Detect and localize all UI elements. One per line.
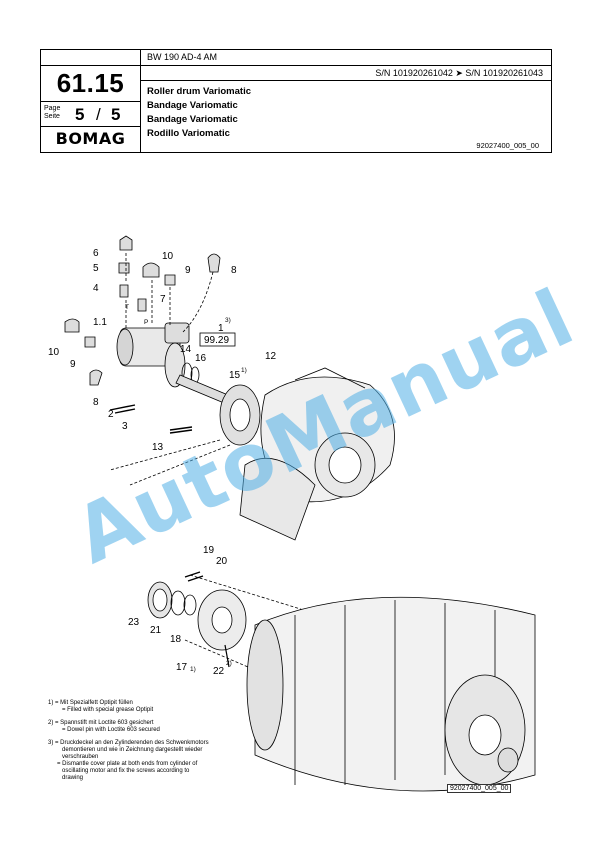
value-99-29: 99.29 (204, 335, 229, 346)
note-1-de: 1) = Mit Spezialfett Optipit füllen (48, 700, 133, 706)
label-10-left: 10 (48, 347, 60, 358)
label-9-top: 9 (185, 265, 191, 276)
note-1: 1) = Mit Spezialfett Optipit füllen = Fi… (48, 700, 288, 714)
drawing-svg: 6 10 9 8 5 4 T 7 P 1.1 1 3) 99.29 14 16 … (48, 235, 536, 792)
exploded-parts-drawing: 6 10 9 8 5 4 T 7 P 1.1 1 3) 99.29 14 16 … (40, 225, 560, 805)
bomag-logo: BOMAG (55, 129, 126, 148)
note-2-en: = Dowel pin with Loctite 603 secured (62, 727, 160, 733)
page-total: 5 (111, 105, 121, 124)
label-1-1: 1.1 (93, 317, 107, 328)
label-P: P (144, 319, 148, 326)
label-14: 14 (180, 344, 192, 355)
doc-number: 61.15 (56, 68, 125, 98)
label-1: 1 (218, 323, 224, 334)
label-22: 22 (213, 666, 225, 677)
serial-row: S/N 101920261042 ➤ S/N 101920261043 (141, 65, 551, 81)
label-7: 7 (160, 294, 166, 305)
title-en: Roller drum Variomatic (147, 86, 252, 97)
note-3: 3) = Druckdeckel an den Zylinderenden de… (48, 740, 288, 782)
doc-number-box: 61.15 Page Seite 5 / 5 BOMAG (41, 65, 140, 152)
label-note3-ref: 3) (225, 317, 231, 324)
label-17: 17 (176, 662, 188, 673)
machine-model: BW 190 AD-4 AM (147, 52, 218, 62)
figure-id: 92027400_005_00 (447, 784, 512, 793)
label-3: 3 (122, 421, 128, 432)
label-15: 15 (229, 370, 241, 381)
note-2: 2) = Spannstift mit Loctite 603 gesicher… (48, 720, 288, 734)
document-header: 61.15 Page Seite 5 / 5 BOMAG BW 190 AD-4… (40, 49, 552, 153)
label-9-left: 9 (70, 359, 76, 370)
label-21: 21 (150, 625, 162, 636)
footnotes: 1) = Mit Spezialfett Optipit füllen = Fi… (48, 700, 288, 788)
label-5: 5 (93, 263, 99, 274)
label-8-top: 8 (231, 265, 237, 276)
label-20: 20 (216, 556, 228, 567)
header-left-panel: 61.15 Page Seite 5 / 5 BOMAG (41, 50, 141, 152)
label-8-left: 8 (93, 397, 99, 408)
reference-code: 92027400_005_00 (476, 141, 539, 150)
label-23: 23 (128, 617, 140, 628)
label-15-note1: 1) (241, 367, 247, 374)
label-T: T (125, 304, 129, 311)
label-12: 12 (265, 351, 277, 362)
note-3-line-1: 3) = Druckdeckel an den Zylinderenden de… (48, 740, 209, 746)
label-17-note1: 1) (190, 666, 196, 673)
model-row: BW 190 AD-4 AM (141, 50, 551, 65)
note-3-line-2: demontieren und wie in Zeichnung dargest… (62, 747, 203, 753)
label-6: 6 (93, 248, 99, 259)
label-18: 18 (170, 634, 182, 645)
note-3-line-4: = Dismantle cover plate at both ends fro… (57, 761, 198, 767)
note-3-line-3: verschrauben (62, 754, 99, 760)
header-right-panel: BW 190 AD-4 AM S/N 101920261042 ➤ S/N 10… (141, 50, 551, 152)
label-4: 4 (93, 283, 99, 294)
label-19: 19 (203, 545, 215, 556)
note-1-en: = Filled with special grease Optipit (62, 707, 154, 713)
serial-range: S/N 101920261042 ➤ S/N 101920261043 (375, 68, 543, 78)
note-3-line-6: drawing (62, 775, 84, 781)
label-22-note2: 2) (226, 660, 232, 667)
note-2-de: 2) = Spannstift mit Loctite 603 gesicher… (48, 720, 154, 726)
label-10-top: 10 (162, 251, 174, 262)
page-current: 5 (75, 105, 85, 124)
note-3-line-5: oscillating motor and fix the screws acc… (62, 768, 190, 774)
title-fr: Bandage Variomatic (147, 114, 238, 125)
label-13: 13 (152, 442, 164, 453)
page-label-de: Seite (44, 113, 60, 120)
page-label-en: Page (44, 105, 61, 112)
title-es: Rodillo Variomatic (147, 128, 230, 139)
title-de: Bandage Variomatic (147, 100, 238, 111)
label-16: 16 (195, 353, 207, 364)
page-separator: / (96, 105, 101, 124)
page-indicator: Page Seite 5 / 5 (41, 101, 140, 127)
label-2: 2 (108, 409, 114, 420)
